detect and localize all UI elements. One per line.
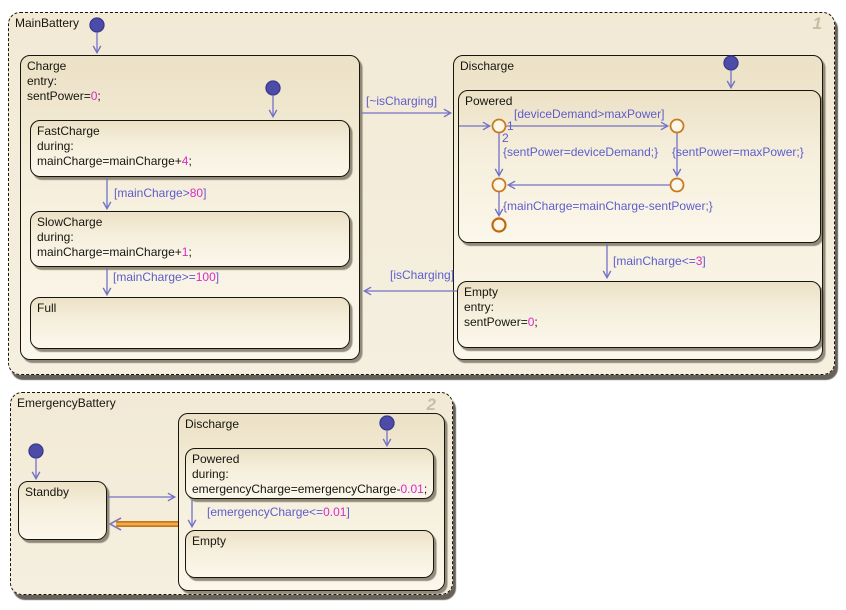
state-powered-emergency-during-keyword: during: — [192, 467, 229, 481]
code-number: 0 — [527, 315, 535, 329]
label-text: [mainCharge<= — [613, 254, 696, 268]
label-number: 3 — [695, 254, 703, 268]
code-text: ; — [188, 245, 192, 259]
state-empty-main-name: Empty — [464, 285, 499, 299]
code-text: mainCharge=mainCharge+ — [37, 154, 182, 168]
code-text: sentPower= — [27, 89, 91, 103]
code-text: mainCharge=mainCharge+ — [37, 245, 182, 259]
state-full[interactable]: Full — [30, 297, 350, 349]
state-standby-name: Standby — [25, 485, 70, 499]
label-text: [mainCharge> — [114, 186, 190, 200]
label-number: 80 — [189, 186, 204, 200]
state-slow-charge-name: SlowCharge — [37, 215, 103, 229]
execution-order-badge: 1 — [812, 14, 822, 33]
code-text: ; — [534, 315, 538, 329]
transition-label-powered-to-empty-main[interactable]: [mainCharge<=3] — [613, 255, 706, 268]
state-discharge-emergency-name: Discharge — [185, 417, 240, 431]
code-number: 0.01 — [400, 482, 424, 496]
label-text: ] — [215, 270, 220, 284]
code-text: ; — [423, 482, 428, 496]
label-number: 0.01 — [323, 505, 347, 519]
state-slow-charge-action: mainCharge=mainCharge+1; — [37, 245, 343, 260]
execution-order-badge: 2 — [426, 395, 436, 414]
code-text: sentPower= — [464, 315, 528, 329]
state-empty-main-entry-action: sentPower=0; — [464, 315, 814, 330]
state-fast-charge-name: FastCharge — [37, 124, 100, 138]
transition-label-set-max[interactable]: {sentPower=maxPower;} — [672, 145, 804, 159]
code-number: 4 — [181, 154, 189, 168]
state-powered-main[interactable]: Powered — [458, 90, 821, 243]
code-number: 1 — [181, 245, 189, 259]
transition-label-fast-to-slow[interactable]: [mainCharge>80] — [114, 187, 206, 200]
state-emergency-battery-name: EmergencyBattery — [17, 396, 116, 410]
label-text: ] — [346, 505, 350, 519]
code-number: 0 — [90, 89, 98, 103]
transition-label-powered-to-empty-emergency[interactable]: [emergencyCharge<=0.01] — [207, 506, 350, 519]
state-fast-charge[interactable]: FastCharge during: mainCharge=mainCharge… — [30, 120, 350, 177]
transition-label-set-demand[interactable]: {sentPower=deviceDemand;} — [503, 145, 659, 159]
label-text: ] — [203, 186, 207, 200]
state-powered-emergency-name: Powered — [192, 452, 240, 466]
state-slow-charge-during-keyword: during: — [37, 230, 74, 244]
state-empty-main-entry-keyword: entry: — [464, 300, 495, 314]
state-fast-charge-during-keyword: during: — [37, 139, 74, 153]
state-main-battery-name: MainBattery — [15, 16, 80, 30]
state-empty-main[interactable]: Empty entry: sentPower=0; — [457, 281, 821, 348]
transition-order-label-2[interactable]: 2 — [502, 131, 509, 145]
transition-label-deduct[interactable]: {mainCharge=mainCharge-sentPower;} — [503, 199, 713, 213]
state-powered-emergency-action: emergencyCharge=emergencyCharge-0.01; — [192, 482, 427, 497]
transition-label-demand-gt-max[interactable]: [deviceDemand>maxPower] — [514, 107, 665, 121]
transition-label-not-charging[interactable]: [~isCharging] — [366, 94, 438, 108]
label-text: ] — [702, 254, 706, 268]
code-text: ; — [188, 154, 192, 168]
state-charge-entry-action: sentPower=0; — [27, 89, 353, 104]
state-standby[interactable]: Standby — [18, 481, 107, 540]
state-slow-charge[interactable]: SlowCharge during: mainCharge=mainCharge… — [30, 211, 350, 267]
transition-label-slow-to-full[interactable]: [mainCharge>=100] — [113, 271, 219, 284]
state-fast-charge-action: mainCharge=mainCharge+4; — [37, 154, 343, 169]
code-text: ; — [97, 89, 101, 103]
label-text: [mainCharge>= — [113, 270, 196, 284]
state-powered-main-name: Powered — [465, 94, 513, 108]
state-empty-emergency[interactable]: Empty — [185, 530, 434, 578]
state-charge-entry-keyword: entry: — [27, 74, 58, 88]
transition-label-is-charging[interactable]: [isCharging] — [390, 268, 455, 282]
state-powered-emergency[interactable]: Powered during: emergencyCharge=emergenc… — [185, 448, 434, 499]
code-text: emergencyCharge=emergencyCharge- — [192, 482, 401, 496]
state-charge-name: Charge — [27, 59, 67, 73]
label-text: [emergencyCharge<= — [207, 505, 324, 519]
state-discharge-main-name: Discharge — [460, 59, 515, 73]
state-empty-emergency-name: Empty — [192, 534, 227, 548]
state-full-name: Full — [37, 301, 57, 315]
label-number: 100 — [195, 270, 216, 284]
